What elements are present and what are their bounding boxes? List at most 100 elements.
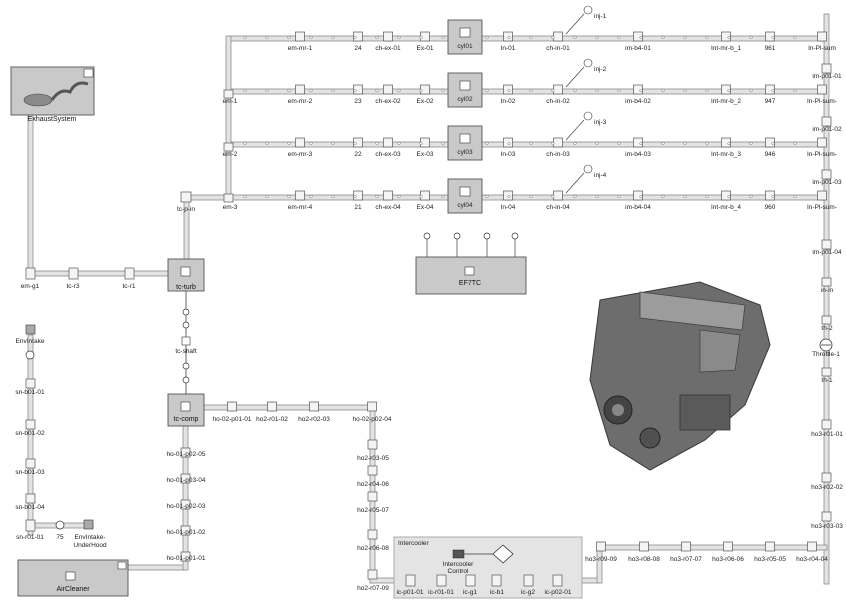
component-ch-ex-01[interactable] (383, 31, 393, 42)
tc-r3[interactable]: tc-r3 (67, 267, 80, 290)
component-ho-01-p02-05[interactable] (180, 447, 191, 458)
em-3[interactable]: em-3 (223, 193, 238, 211)
component-im-b4-03[interactable] (633, 137, 643, 148)
ic-g2[interactable]: ic-g2 (521, 574, 535, 596)
intercooler-subsystem[interactable]: Intercooler Intercooler Control (393, 536, 583, 599)
component-ho-01-p01-02[interactable] (180, 525, 191, 536)
component-960[interactable] (765, 190, 775, 201)
component-im-b4-01[interactable] (633, 31, 643, 42)
component-Int-mr-b_3[interactable] (721, 137, 731, 148)
component-ch-in-01[interactable] (553, 31, 563, 42)
component-ho2-r04-06[interactable] (367, 465, 378, 476)
em-g1[interactable]: em-g1 (21, 267, 40, 290)
ic-p02-01[interactable]: ic-p02-01 (544, 574, 572, 596)
em-1[interactable]: em-1 (223, 89, 238, 105)
component-Int-mr-b_4[interactable] (721, 190, 731, 201)
component-ho3-r04-04[interactable] (807, 541, 817, 552)
component-im-p01-01[interactable] (821, 63, 832, 74)
component-In-Pl-sum[interactable] (817, 31, 827, 42)
tc-r1[interactable]: tc-r1 (123, 267, 136, 290)
em-2[interactable]: em-2 (223, 142, 238, 158)
component-In-Pl-sum-[interactable] (817, 84, 827, 95)
component-ho2-r01-02[interactable] (267, 401, 277, 412)
tc-comp-block[interactable]: tc-comp (167, 393, 205, 427)
component-Int-mr-b_2[interactable] (721, 84, 731, 95)
component-ch-in-04[interactable] (553, 190, 563, 201)
component-In-Pl-sum-[interactable] (817, 137, 827, 148)
component-em-mr-2[interactable] (295, 84, 305, 95)
air-cleaner-block[interactable]: AirCleaner (17, 559, 129, 597)
component-ch-ex-02[interactable] (383, 84, 393, 95)
component-ho-01-p01-01[interactable] (180, 551, 191, 562)
ic-g1[interactable]: ic-g1 (463, 574, 477, 596)
value-75[interactable]: 75 (55, 520, 65, 541)
component-sn-b01-04[interactable] (25, 493, 36, 504)
cylinder-cyl03[interactable]: cyl03 (447, 125, 483, 161)
component-em-mr-4[interactable] (295, 190, 305, 201)
exhaust-system-block[interactable]: ExhaustSystem (10, 66, 95, 123)
component-961[interactable] (765, 31, 775, 42)
ef7tc-engine-block[interactable]: EF7TC (415, 232, 527, 295)
ic-p01-01[interactable]: ic-p01-01 (396, 574, 424, 596)
throttle-1[interactable]: Throttle-1 (812, 338, 840, 358)
component-im-p01-02[interactable] (821, 116, 832, 127)
component-22[interactable] (353, 137, 363, 148)
component-im-b4-04[interactable] (633, 190, 643, 201)
component-947[interactable] (765, 84, 775, 95)
component-em-mr-3[interactable] (295, 137, 305, 148)
component-ho-02-p01-01[interactable] (227, 401, 237, 412)
component-em-mr-1[interactable] (295, 31, 305, 42)
component-ch-ex-03[interactable] (383, 137, 393, 148)
cylinder-cyl04[interactable]: cyl04 (447, 178, 483, 214)
component-sn-b01-02[interactable] (25, 419, 36, 430)
component-ho3-r09-09[interactable] (596, 541, 606, 552)
component-ho2-r03-05[interactable] (367, 439, 378, 450)
component-ho-02-p02-04[interactable] (367, 401, 377, 412)
ic-b1[interactable]: ic-b1 (490, 574, 504, 596)
th-1[interactable]: th-1 (821, 367, 833, 384)
component-ho3-r06-06[interactable] (723, 541, 733, 552)
cylinder-cyl01[interactable]: cyl01 (447, 19, 483, 55)
component-sn-b01-01[interactable] (25, 378, 36, 389)
component-ho3-r05-05[interactable] (765, 541, 775, 552)
component-ho3-r07-07[interactable] (681, 541, 691, 552)
component-ho3-r08-08[interactable] (639, 541, 649, 552)
component-ch-in-02[interactable] (553, 84, 563, 95)
cylinder-cyl02[interactable]: cyl02 (447, 72, 483, 108)
tc-shaft[interactable]: tc-shaft (175, 308, 197, 384)
injector-inj-1[interactable]: inj-1 (565, 5, 607, 35)
component-21[interactable] (353, 190, 363, 201)
env-intake[interactable]: EnvIntake (16, 324, 45, 345)
component-ho-01-p03-04[interactable] (180, 473, 191, 484)
component-ho2-r07-09[interactable] (367, 569, 378, 580)
component-ho3-r02-02[interactable] (821, 472, 832, 483)
th-2[interactable]: th-2 (821, 315, 833, 332)
component-ho2-r06-08[interactable] (367, 529, 378, 540)
component-ho-01-p02-03[interactable] (180, 499, 191, 510)
component-ho3-r01-01[interactable] (821, 419, 832, 430)
component-23[interactable] (353, 84, 363, 95)
ic-r01-01[interactable]: ic-r01-01 (428, 574, 454, 596)
component-ho3-r03-03[interactable] (821, 511, 832, 522)
component-im-p01-03[interactable] (821, 169, 832, 180)
in-in[interactable]: in-in (821, 277, 834, 294)
component-ho2-r05-07[interactable] (367, 491, 378, 502)
injector-inj-2[interactable]: inj-2 (565, 58, 607, 88)
sn-r01-01[interactable]: sn-r01-01 (16, 519, 44, 541)
component-Int-mr-b_1[interactable] (721, 31, 731, 42)
injector-inj-4[interactable]: inj-4 (565, 164, 607, 194)
tc-p-in[interactable]: tc-p-in (177, 191, 195, 213)
component-946[interactable] (765, 137, 775, 148)
component-im-b4-02[interactable] (633, 84, 643, 95)
component-24[interactable] (353, 31, 363, 42)
injector-inj-3[interactable]: inj-3 (565, 111, 607, 141)
component-ch-in-03[interactable] (553, 137, 563, 148)
component-im-p01-04[interactable] (821, 239, 832, 250)
env-intake-underhood[interactable]: EnvIntake- UnderHood (73, 519, 107, 549)
component-ch-ex-04[interactable] (383, 190, 393, 201)
flow-marker (727, 141, 731, 146)
tc-turb-block[interactable]: tc-turb (167, 258, 205, 292)
component-In-Pl-sum-[interactable] (817, 190, 827, 201)
component-ho2-r02-03[interactable] (309, 401, 319, 412)
component-sn-b01-03[interactable] (25, 458, 36, 469)
